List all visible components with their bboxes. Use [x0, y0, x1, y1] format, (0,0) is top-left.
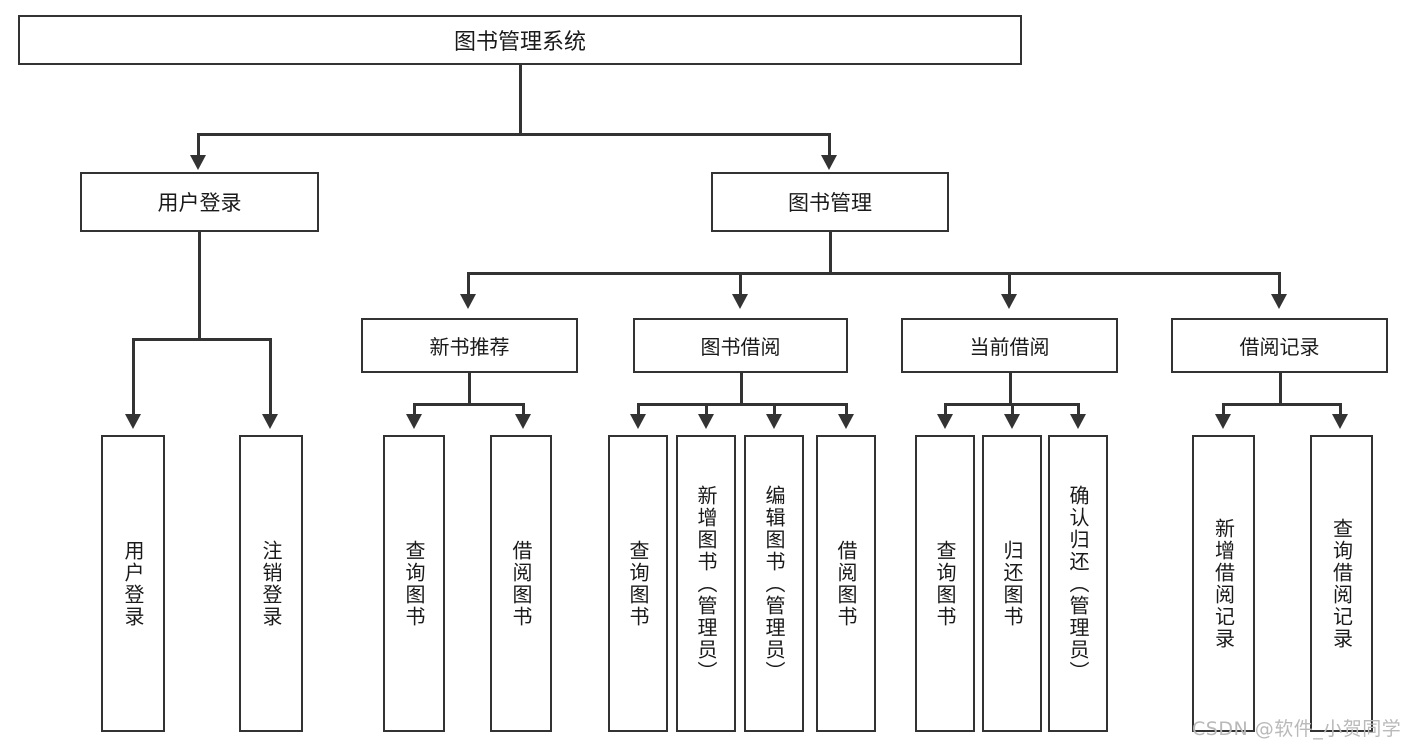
node-label: 图书管理系统	[453, 30, 586, 55]
edge-cb-stem	[1009, 373, 1012, 405]
leaf-user-login[interactable]: 用户登录	[101, 435, 165, 732]
leaf-edit-book-admin[interactable]: 编辑图书（管理员）	[744, 435, 804, 732]
arrow-br-leaf-1	[1332, 414, 1348, 429]
edge-br-bus	[1223, 403, 1341, 406]
edge-br-stem	[1279, 373, 1282, 405]
leaf-label: 用户登录	[121, 539, 145, 628]
node-label: 借阅记录	[1239, 335, 1320, 359]
arrow-bb-leaf-3	[838, 414, 854, 429]
arrow-to-book-borrow	[732, 294, 748, 309]
node-borrow-records[interactable]: 借阅记录	[1171, 318, 1388, 373]
node-book-management[interactable]: 图书管理	[711, 172, 949, 232]
edge-root-to-book-manage	[828, 133, 831, 157]
edge-bb-to-leaf-2	[773, 403, 776, 416]
arrow-bb-leaf-1	[698, 414, 714, 429]
edge-br-to-leaf-0	[1222, 403, 1225, 416]
leaf-return-book[interactable]: 归还图书	[982, 435, 1042, 732]
arrow-cb-leaf-0	[937, 414, 953, 429]
edge-level2-bus	[468, 272, 1280, 275]
edge-user-login-stem	[198, 232, 201, 340]
arrow-nbr-leaf-0	[406, 414, 422, 429]
arrow-to-leaf-logout	[262, 414, 278, 429]
edge-user-login-to-leaf-1	[269, 338, 272, 416]
arrow-to-borrow-records	[1271, 294, 1287, 309]
node-root-system[interactable]: 图书管理系统	[18, 15, 1022, 65]
edge-to-current-borrow	[1008, 272, 1011, 296]
leaf-label: 新增图书（管理员）	[694, 484, 718, 683]
edge-to-borrow-records	[1278, 272, 1281, 296]
arrow-bb-leaf-2	[766, 414, 782, 429]
node-new-book-recommend[interactable]: 新书推荐	[361, 318, 578, 373]
node-current-borrow[interactable]: 当前借阅	[901, 318, 1118, 373]
arrow-to-new-book-recommend	[460, 294, 476, 309]
edge-cb-to-leaf-2	[1077, 403, 1080, 416]
leaf-label: 查询图书	[402, 539, 426, 628]
edge-to-new-book-recommend	[467, 272, 470, 296]
edge-nbr-stem	[468, 373, 471, 405]
node-label: 当前借阅	[969, 335, 1050, 359]
arrow-cb-leaf-2	[1070, 414, 1086, 429]
leaf-borrow-book-nbr[interactable]: 借阅图书	[490, 435, 552, 732]
edge-book-manage-stem	[829, 232, 832, 274]
edge-root-bus	[198, 133, 831, 136]
leaf-label: 借阅图书	[509, 539, 533, 628]
arrow-cb-leaf-1	[1004, 414, 1020, 429]
leaf-query-book-cb[interactable]: 查询图书	[915, 435, 975, 732]
edge-bb-to-leaf-3	[845, 403, 848, 416]
leaf-label: 编辑图书（管理员）	[762, 484, 786, 683]
edge-cb-to-leaf-1	[1011, 403, 1014, 416]
arrow-bb-leaf-0	[630, 414, 646, 429]
node-label: 图书借阅	[700, 335, 781, 359]
leaf-label: 借阅图书	[834, 539, 858, 628]
node-book-borrow[interactable]: 图书借阅	[633, 318, 848, 373]
arrow-to-leaf-user-login	[125, 414, 141, 429]
leaf-label: 新增借阅记录	[1211, 517, 1236, 650]
edge-user-login-to-leaf-0	[132, 338, 135, 416]
edge-bb-to-leaf-1	[705, 403, 708, 416]
leaf-logout[interactable]: 注销登录	[239, 435, 303, 732]
leaf-label: 归还图书	[1000, 539, 1024, 628]
leaf-add-borrow-record[interactable]: 新增借阅记录	[1192, 435, 1255, 732]
edge-root-to-user-login	[197, 133, 200, 157]
leaf-label: 查询图书	[626, 539, 650, 628]
edge-br-to-leaf-1	[1339, 403, 1342, 416]
node-label: 用户登录	[157, 191, 242, 215]
leaf-query-borrow-record[interactable]: 查询借阅记录	[1310, 435, 1373, 732]
leaf-query-book-nbr[interactable]: 查询图书	[383, 435, 445, 732]
edge-nbr-bus	[414, 403, 524, 406]
edge-bb-bus	[638, 403, 848, 406]
node-user-login[interactable]: 用户登录	[80, 172, 319, 232]
arrow-nbr-leaf-1	[515, 414, 531, 429]
arrow-br-leaf-0	[1215, 414, 1231, 429]
node-label: 新书推荐	[429, 335, 510, 359]
leaf-query-book-bb[interactable]: 查询图书	[608, 435, 668, 732]
node-label: 图书管理	[788, 191, 872, 215]
leaf-confirm-return-admin[interactable]: 确认归还（管理员）	[1048, 435, 1108, 732]
arrow-to-user-login	[190, 155, 206, 170]
leaf-add-book-admin[interactable]: 新增图书（管理员）	[676, 435, 736, 732]
edge-root-stem	[519, 65, 522, 135]
leaf-label: 查询借阅记录	[1329, 517, 1354, 650]
leaf-label: 查询图书	[933, 539, 957, 628]
edge-bb-to-leaf-0	[637, 403, 640, 416]
edge-nbr-to-leaf-1	[522, 403, 525, 416]
edge-user-login-bus	[133, 338, 271, 341]
arrow-to-current-borrow	[1001, 294, 1017, 309]
leaf-borrow-book-bb[interactable]: 借阅图书	[816, 435, 876, 732]
edge-to-book-borrow	[739, 272, 742, 296]
csdn-watermark: CSDN @软件_小贺同学	[1192, 718, 1402, 740]
arrow-to-book-manage	[821, 155, 837, 170]
leaf-label: 注销登录	[259, 539, 283, 628]
edge-bb-stem	[740, 373, 743, 405]
edge-nbr-to-leaf-0	[413, 403, 416, 416]
leaf-label: 确认归还（管理员）	[1066, 484, 1090, 683]
edge-cb-to-leaf-0	[944, 403, 947, 416]
